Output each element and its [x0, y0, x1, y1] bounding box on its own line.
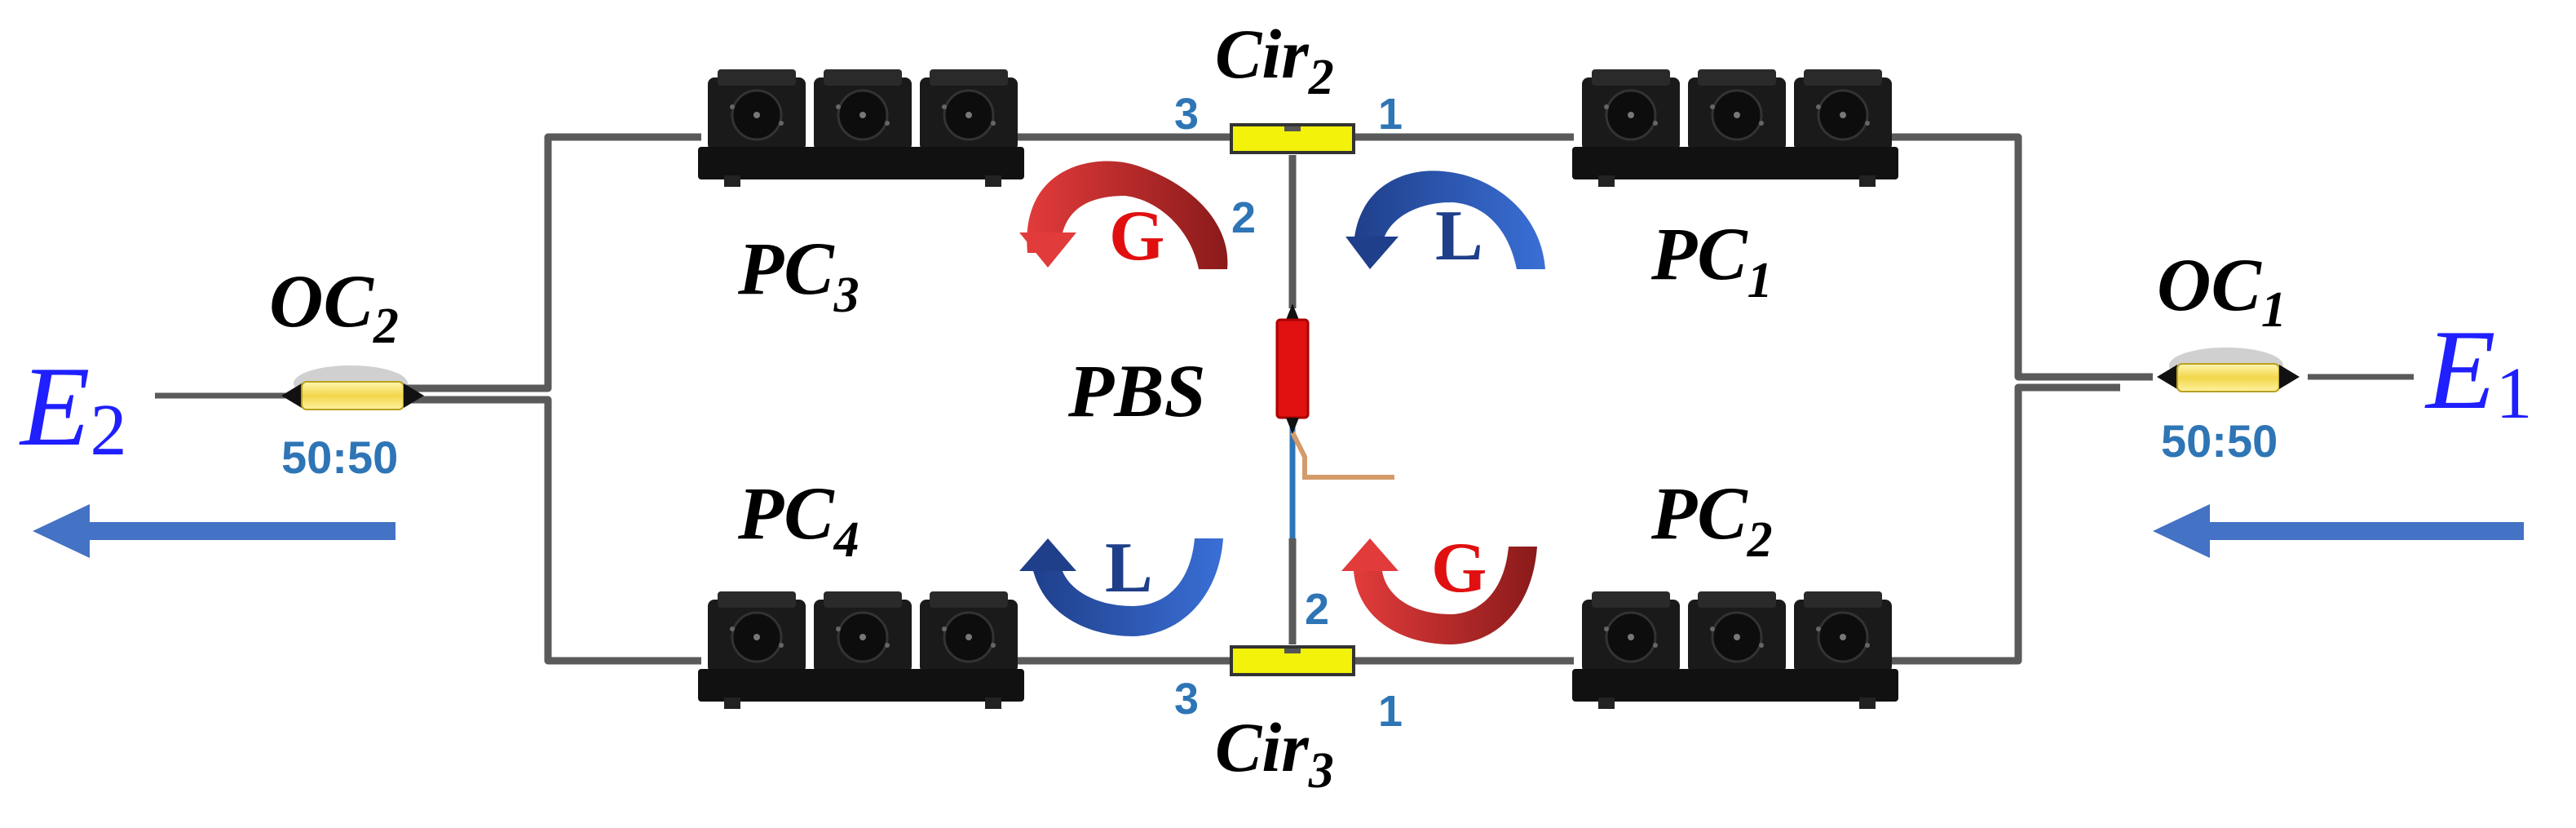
pc3-label: PC3: [737, 227, 859, 323]
pc2-label: PC2: [1650, 472, 1773, 568]
pc1-label: PC1: [1650, 212, 1773, 308]
circulator-cir3: [1230, 645, 1355, 676]
pbs-label: PBS: [1067, 349, 1206, 432]
output-arrow: [33, 504, 395, 558]
cir2-label: Cir2: [1215, 15, 1334, 105]
gain-label-bottom: G: [1431, 529, 1487, 608]
oc2-ratio: 50:50: [281, 432, 398, 483]
cir3-port-out: 3: [1174, 675, 1199, 724]
cir3-port-mid: 2: [1305, 585, 1329, 634]
gain-label-top: G: [1109, 197, 1164, 276]
fiber-left-lower: [408, 396, 701, 665]
loss-arrow-bottom: [1019, 538, 1223, 636]
fiber-pbs-side-port: [1290, 431, 1394, 480]
cir2-port-in: 1: [1378, 90, 1403, 139]
cir2-port-mid: 2: [1231, 193, 1256, 242]
oc1-label: OC1: [2157, 243, 2287, 338]
pc1-body: [1572, 69, 1898, 187]
gain-arrow-bottom: [1341, 538, 1537, 644]
cir3-port-in: 1: [1378, 687, 1403, 736]
loss-label-top: L: [1435, 197, 1483, 276]
polarization-beam-splitter: [1275, 303, 1310, 434]
pc4-label: PC4: [737, 472, 859, 568]
fiber-right-lower: [1884, 383, 2120, 665]
oc2-label: OC2: [269, 259, 399, 354]
loss-label-bottom: L: [1105, 529, 1153, 608]
coupler-oc2-body: [281, 365, 424, 410]
output-field-label: E2: [19, 343, 127, 471]
fiber-right-upper: [1884, 133, 2153, 381]
pc4-body: [698, 591, 1024, 709]
fiber-left-upper: [367, 133, 701, 392]
fiber-network: [155, 133, 2414, 665]
pc2-body: [1572, 591, 1898, 709]
loss-arrow-top: [1345, 170, 1545, 269]
gain-arrow-top: [1019, 161, 1228, 269]
cir3-label: Cir3: [1215, 708, 1334, 799]
input-arrow: [2153, 504, 2524, 558]
pc3-body: [698, 69, 1024, 187]
circulator-cir2: [1230, 123, 1355, 154]
oc1-ratio: 50:50: [2161, 415, 2278, 467]
input-field-label: E1: [2424, 307, 2533, 434]
coupler-oc1-body: [2157, 348, 2300, 392]
cir2-port-out: 3: [1174, 90, 1199, 139]
